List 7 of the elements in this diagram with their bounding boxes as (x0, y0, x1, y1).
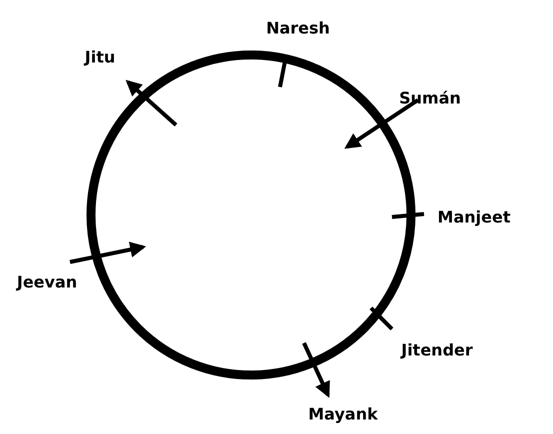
person-name: Jitu (84, 48, 116, 66)
person-name: Jitender (401, 340, 473, 360)
person-name: Naresh (266, 18, 330, 38)
person-name: Mayank (308, 404, 378, 424)
person-name: Jeevan (16, 272, 78, 292)
person-name: Sumán (399, 88, 461, 108)
person-name: Manjeet (438, 208, 510, 226)
